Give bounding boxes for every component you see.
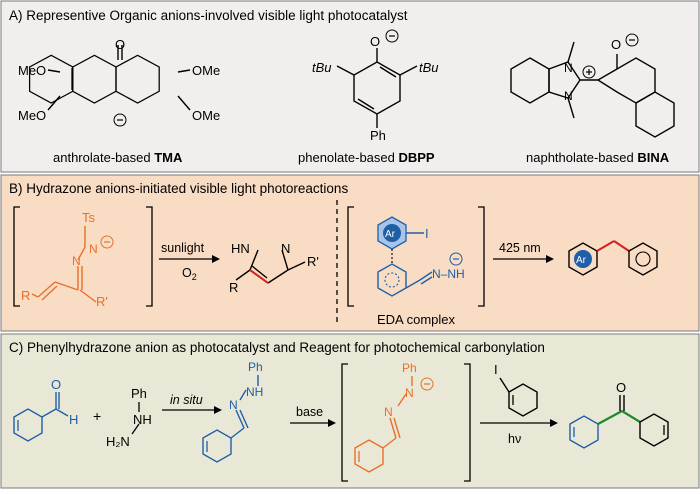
pyrazole-new-bond — [249, 269, 269, 284]
bina-n-bottom: N — [564, 89, 573, 103]
eda-charge-icon — [449, 252, 463, 266]
arrow-o2-label: O2 — [182, 266, 197, 282]
phenylhydrazone-ring — [202, 429, 232, 463]
phenylhydrazone-nh: NH — [246, 385, 263, 399]
arrow-in-situ-head — [214, 406, 222, 414]
dbpp-oxygen: O — [370, 34, 380, 49]
dbpp-structure — [336, 48, 418, 128]
eda-iodo: I — [425, 226, 429, 241]
arrow-425nm-label: 425 nm — [499, 241, 541, 255]
ts-charge-icon — [100, 235, 114, 249]
bina-plus-icon — [582, 65, 596, 79]
dbpp-tbu-right: tBu — [419, 60, 439, 75]
in-situ-label: in situ — [170, 393, 203, 407]
iodobenzene-i: I — [494, 362, 498, 377]
bracket-c-left — [341, 363, 348, 482]
arrow-base-head — [328, 419, 336, 427]
benzaldehyde-ring — [13, 408, 43, 442]
dbpp-ph: Ph — [370, 128, 386, 143]
ts-hydrazone-anion — [31, 226, 97, 303]
panel-c-background — [0, 333, 700, 489]
tma-charge-icon — [113, 113, 127, 127]
ts-label: Ts — [82, 210, 96, 225]
bracket-c-right — [464, 363, 471, 482]
tma-carbonyl-o: O — [115, 37, 125, 52]
iodobenzene-ring — [508, 383, 538, 417]
dbpp-label: phenolate-based DBPP — [298, 150, 435, 165]
eda-ar-label: Ar — [385, 229, 396, 240]
bina-label: naphtholate-based BINA — [526, 150, 670, 165]
product-ar-circle — [574, 250, 592, 268]
plus-sign: + — [93, 408, 101, 424]
panel-a-background — [0, 0, 700, 173]
arrow-425nm-head — [546, 255, 554, 263]
product-ar-label: Ar — [576, 255, 587, 266]
bina-oxygen: O — [611, 37, 621, 52]
arrow-sunlight-label: sunlight — [161, 241, 205, 255]
panel-c-title: C) Phenylhydrazone anion as photocatalys… — [9, 340, 545, 355]
dbpp-tbu-left: tBu — [312, 60, 332, 75]
bracket-b2-left — [347, 206, 354, 307]
tma-structure — [28, 45, 191, 111]
tma-ome-top-left: MeO — [18, 63, 46, 78]
arrow-hv-head — [550, 419, 558, 427]
anion-n-terminal: N — [405, 386, 414, 400]
benzophenone-ring-left — [569, 415, 599, 449]
phenylhydrazine-nh: NH — [133, 412, 152, 427]
bina-n-top: N — [564, 61, 573, 75]
eda-ar-circle — [383, 224, 401, 242]
anion-ph: Ph — [402, 361, 417, 375]
eda-complex-label: EDA complex — [377, 312, 456, 327]
ketone-o: O — [616, 380, 626, 395]
tma-ome-top-right: OMe — [192, 63, 220, 78]
product-new-bond-1 — [596, 240, 615, 252]
pyrazole-hn: HN — [231, 241, 250, 256]
bracket-b1-right — [146, 206, 153, 307]
bina-minus-icon — [625, 33, 639, 47]
hv-label: hν — [508, 432, 521, 446]
r-substituent-1: R — [21, 288, 30, 303]
phenylhydrazone-ph: Ph — [248, 360, 263, 374]
rprime-substituent-2: R' — [307, 254, 319, 269]
phenylhydrazine-h2n: H₂N — [106, 434, 130, 449]
anion-ring — [354, 439, 384, 473]
arrow-sunlight-head — [212, 255, 220, 263]
phenylhydrazine-ph: Ph — [131, 386, 147, 401]
product-aryl-ring — [568, 242, 598, 276]
bracket-b1-left — [13, 206, 20, 307]
tma-ome-bottom-right: OMe — [192, 108, 220, 123]
dbpp-charge-icon — [385, 29, 399, 43]
aldehyde-o: O — [51, 377, 61, 392]
panel-b-title: B) Hydrazone anions-initiated visible li… — [9, 181, 348, 196]
aldehyde-h: H — [69, 412, 78, 427]
rprime-substituent-1: R' — [96, 294, 108, 309]
tma-label: anthrolate-based TMA — [53, 150, 183, 165]
eda-nh-label: N–NH — [432, 267, 465, 281]
phenylhydrazone-n: N — [229, 398, 238, 412]
bina-structure — [510, 41, 675, 138]
benzophenone-bond-right — [621, 410, 641, 423]
product-phenyl-ring — [628, 242, 658, 276]
benzophenone-ring-right — [639, 413, 669, 447]
product-new-bond-2 — [613, 240, 630, 252]
panel-a-title: A) Representive Organic anions-involved … — [9, 8, 408, 23]
pyrazole-n: N — [281, 241, 290, 256]
anion-n-imine: N — [384, 405, 393, 419]
bracket-b2-right — [478, 206, 485, 307]
r-substituent-2: R — [229, 280, 238, 295]
ts-hydrazone-n: N — [89, 242, 98, 256]
base-label: base — [296, 405, 323, 419]
tma-ome-bottom-left: MeO — [18, 108, 46, 123]
benzophenone-bond-left — [597, 410, 623, 425]
ts-imine-n: N — [72, 254, 81, 268]
anion-charge-icon — [420, 377, 434, 391]
